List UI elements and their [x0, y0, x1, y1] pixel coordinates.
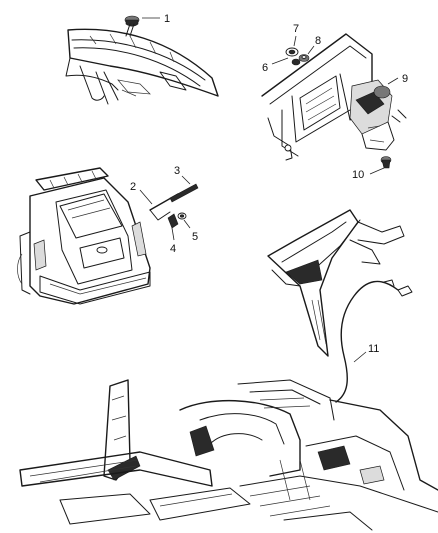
vehicle-rear-view: 2 3 4 5	[17, 165, 199, 305]
callout-5: 5	[192, 231, 198, 243]
liftgate-motor-detail: 7 8 6 9 10	[261, 23, 408, 181]
callout-9: 9	[402, 73, 408, 85]
callout-4: 4	[170, 243, 176, 255]
antenna-mount-detail: 1	[65, 13, 219, 105]
callout-2: 2	[130, 181, 136, 193]
callout-1: 1	[164, 13, 170, 25]
callout-3: 3	[174, 165, 180, 177]
callout-8: 8	[315, 35, 321, 47]
callout-6: 6	[262, 62, 268, 74]
d-pillar-harness-view: 11	[267, 209, 413, 403]
callout-11: 11	[368, 343, 379, 355]
callout-10: 10	[352, 169, 364, 181]
body-floor-view	[19, 379, 438, 531]
callout-7: 7	[293, 23, 299, 35]
